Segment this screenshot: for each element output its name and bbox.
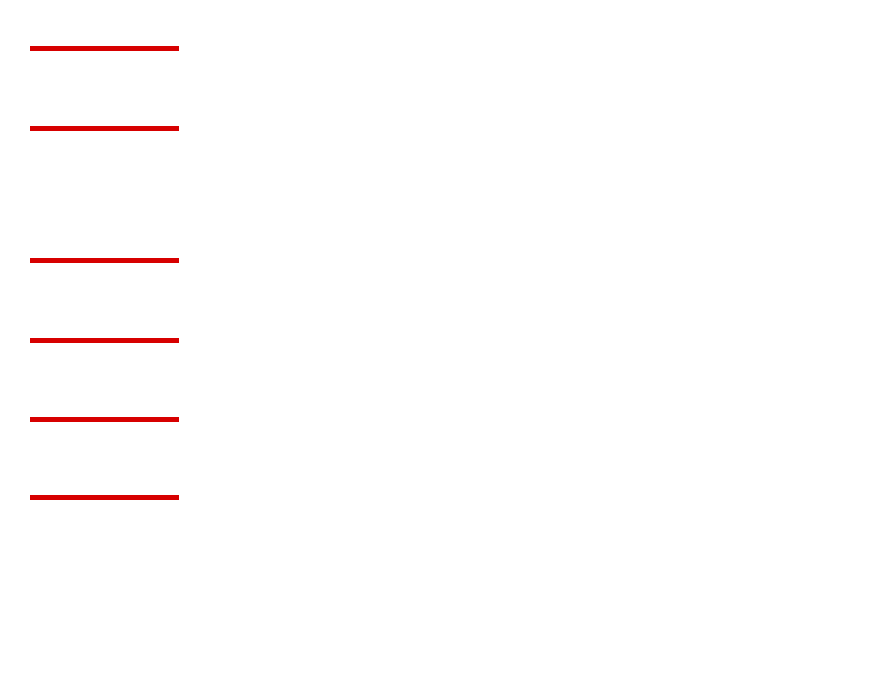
red-divider	[30, 338, 179, 343]
red-divider	[30, 417, 179, 422]
red-divider	[30, 495, 179, 500]
red-divider	[30, 258, 179, 263]
red-divider	[30, 126, 179, 131]
red-divider	[30, 46, 179, 51]
